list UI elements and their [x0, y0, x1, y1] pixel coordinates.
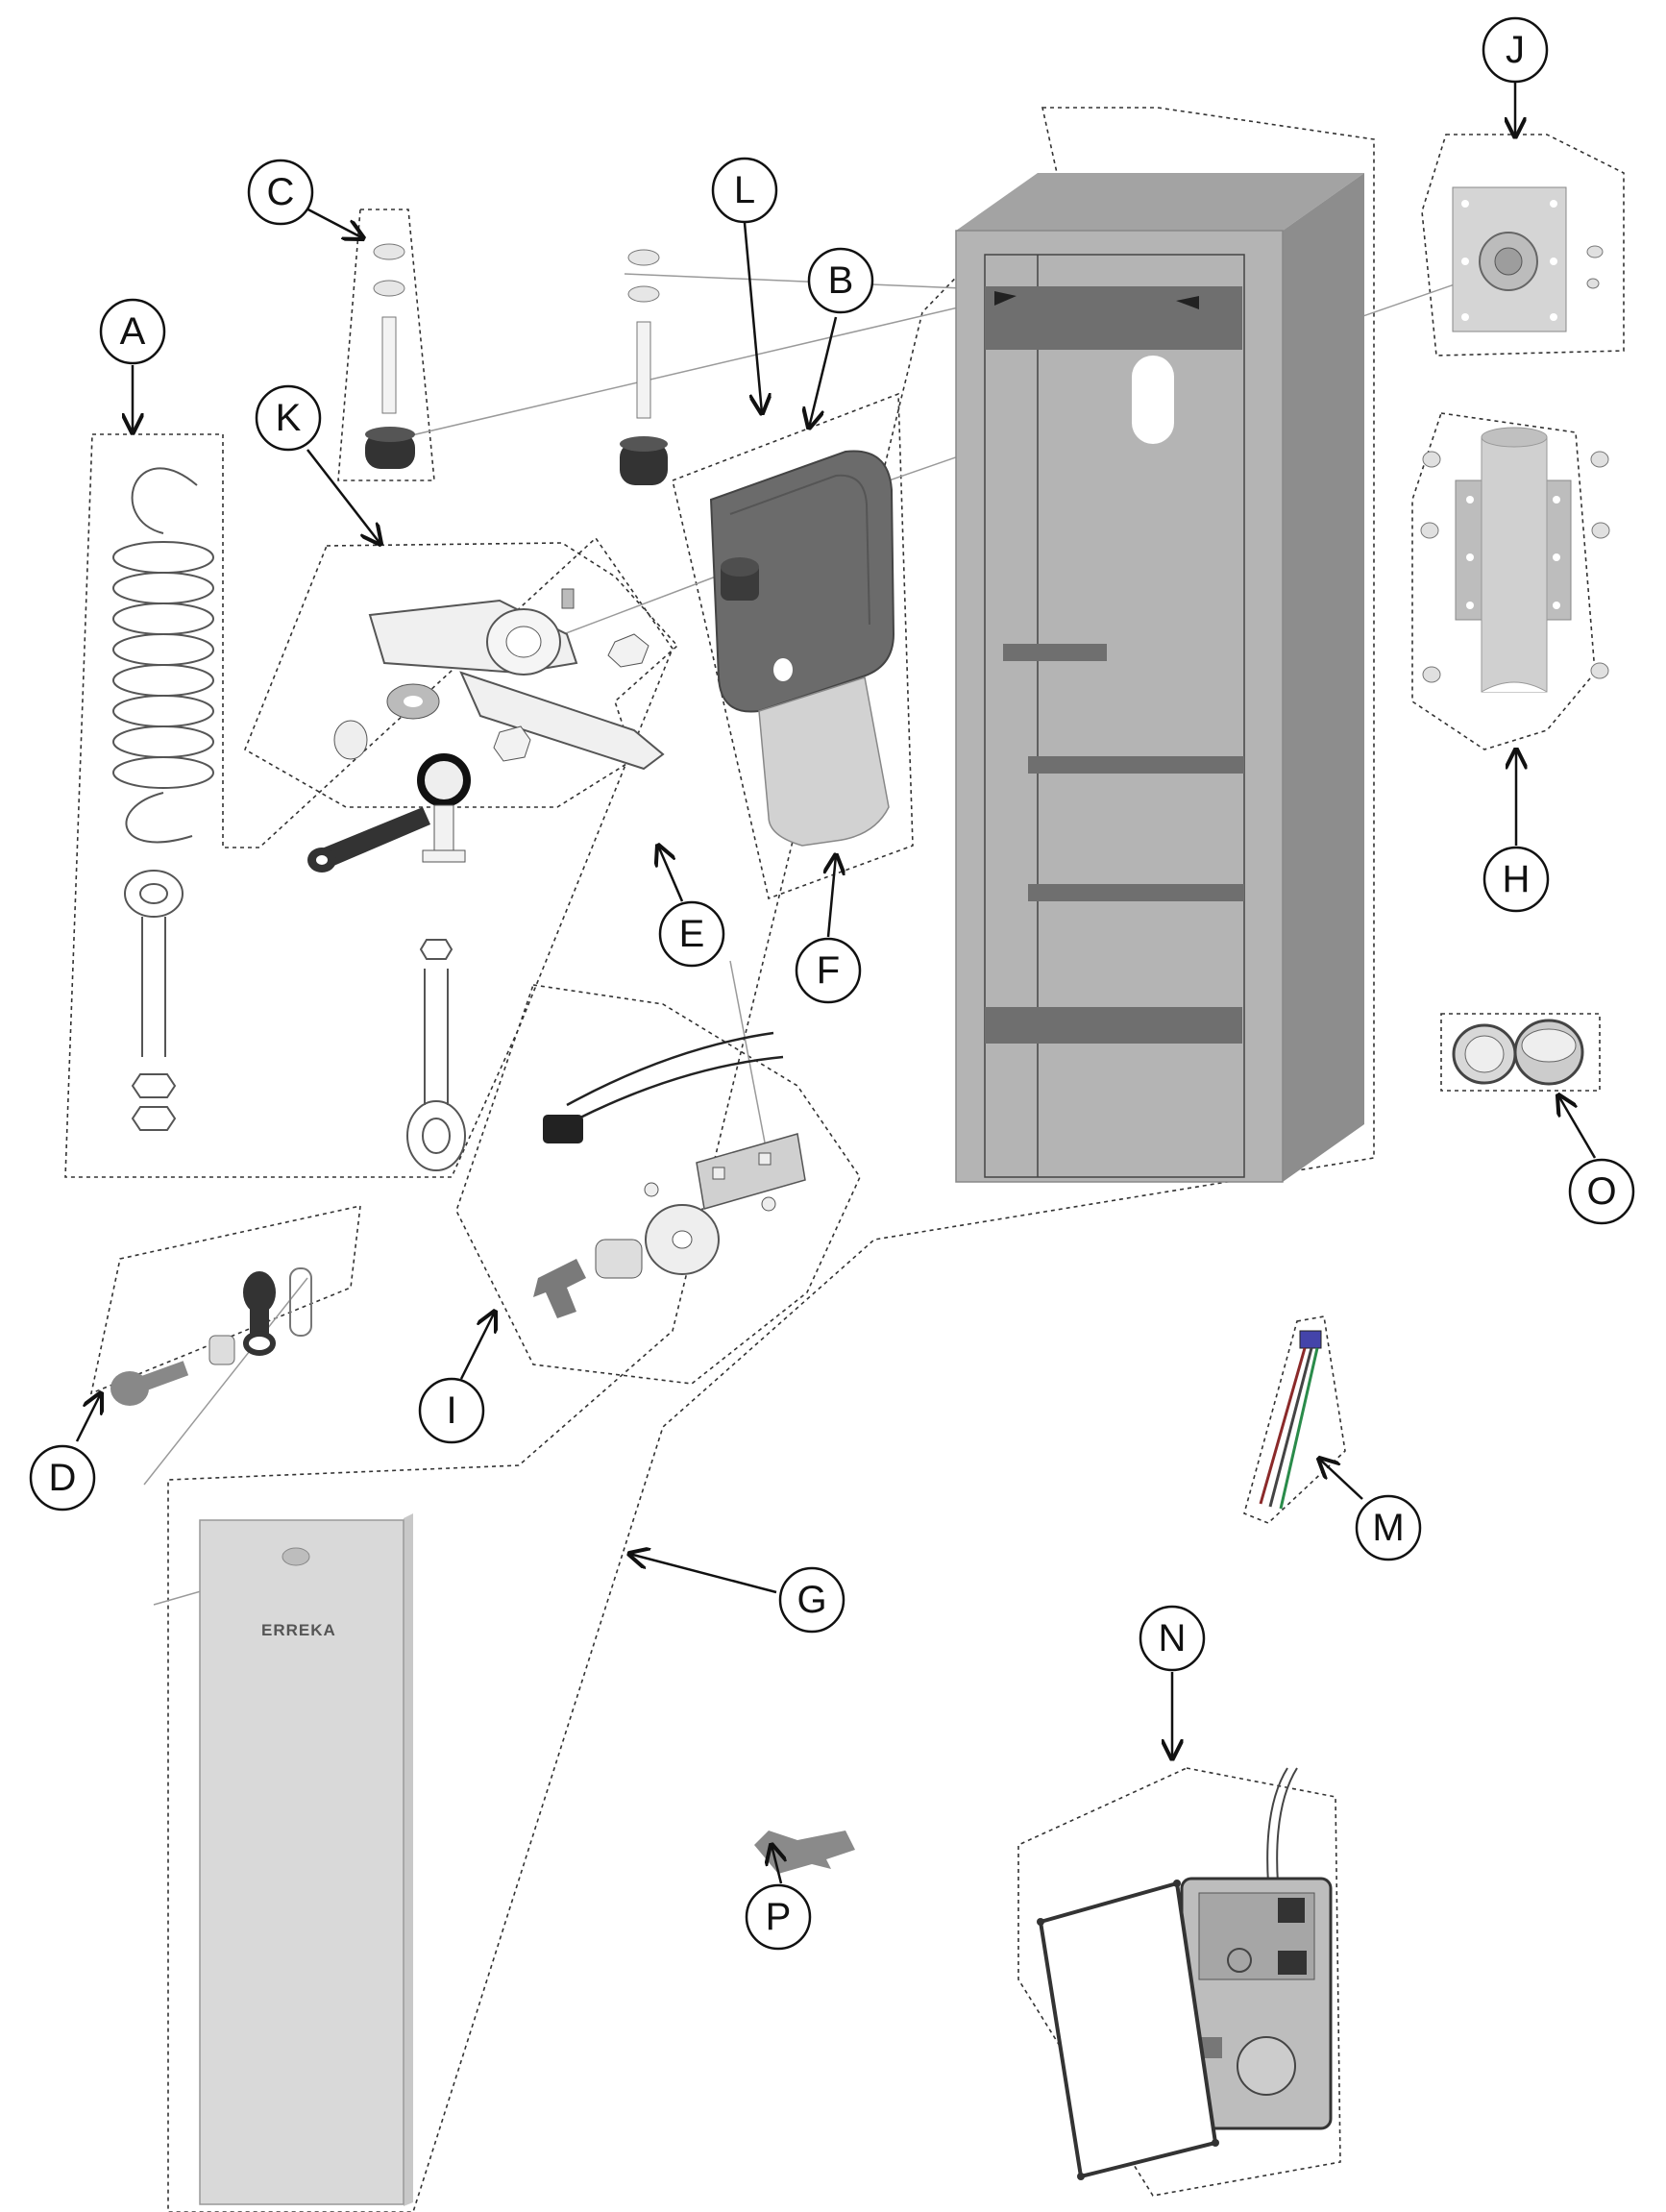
svg-text:B: B [828, 259, 854, 302]
group-d-outline [89, 1204, 361, 1395]
cable-connector [1259, 1330, 1322, 1510]
callout-l: L [711, 157, 778, 224]
group-i-outline [455, 984, 861, 1385]
group-j-outline [1421, 134, 1625, 356]
callout-labels: A B C D E F G H I J K L M N O P [29, 16, 1635, 1951]
svg-text:N: N [1159, 1617, 1187, 1659]
pin-set-b [620, 249, 668, 485]
end-caps [1452, 1019, 1584, 1086]
key-p [754, 1831, 855, 1874]
svg-text:I: I [446, 1389, 456, 1432]
svg-text:E: E [679, 913, 705, 955]
cabinet-slot [1132, 356, 1174, 444]
callout-a: A [99, 298, 166, 365]
callout-d: D [29, 1444, 96, 1512]
svg-text:K: K [276, 397, 302, 439]
svg-text:O: O [1586, 1170, 1616, 1213]
cover-brand: ERREKA [261, 1621, 336, 1639]
rod-end [307, 725, 531, 873]
mounting-plate [1452, 186, 1604, 332]
callout-arrows [75, 82, 1597, 1884]
control-box [1037, 1767, 1333, 2180]
group-n-outline [1017, 1767, 1341, 2197]
cabinet-housing [955, 173, 1364, 1183]
svg-text:L: L [734, 169, 755, 211]
cabinet-bottom-band [985, 1007, 1242, 1044]
key-kit [110, 1267, 312, 1406]
group-l-outline [672, 392, 914, 900]
group-a-outline [64, 433, 674, 1178]
cover-panel: ERREKA [199, 1513, 413, 2206]
eye-bolt-left [124, 870, 184, 1131]
release-kit [533, 1031, 806, 1318]
cabinet-top [956, 173, 1364, 231]
group-c-outline [337, 209, 435, 481]
callout-f: F [795, 937, 862, 1004]
svg-text:F: F [817, 949, 840, 992]
callout-p: P [745, 1883, 812, 1951]
group-outlines [64, 107, 1625, 2212]
svg-text:P: P [766, 1896, 792, 1938]
callout-i: I [418, 1377, 485, 1444]
svg-text:A: A [120, 310, 146, 353]
callout-m: M [1355, 1494, 1422, 1561]
lever-arm [333, 588, 665, 771]
svg-text:C: C [267, 171, 295, 213]
motor-gearbox [709, 450, 895, 847]
callout-b: B [807, 247, 874, 314]
svg-text:H: H [1503, 858, 1531, 900]
callout-h: H [1482, 846, 1550, 913]
pin-set-c [365, 243, 415, 469]
group-h-outline [1411, 412, 1596, 750]
callout-c: C [247, 159, 314, 226]
spring [112, 467, 214, 844]
svg-text:G: G [796, 1579, 826, 1621]
svg-text:J: J [1506, 29, 1525, 71]
svg-text:M: M [1372, 1507, 1404, 1549]
callout-e: E [658, 900, 725, 968]
callout-g: G [778, 1566, 845, 1634]
eye-bolt-right [406, 939, 466, 1171]
cabinet-top-band [985, 286, 1242, 350]
group-m-outline [1243, 1315, 1346, 1524]
callout-j: J [1482, 16, 1549, 84]
tube-bracket [1420, 427, 1610, 693]
cabinet-side [1283, 173, 1364, 1182]
svg-text:D: D [49, 1457, 77, 1499]
callout-o: O [1568, 1158, 1635, 1225]
callout-n: N [1139, 1605, 1206, 1672]
cover-front [199, 1519, 404, 2205]
callout-k: K [255, 384, 322, 452]
